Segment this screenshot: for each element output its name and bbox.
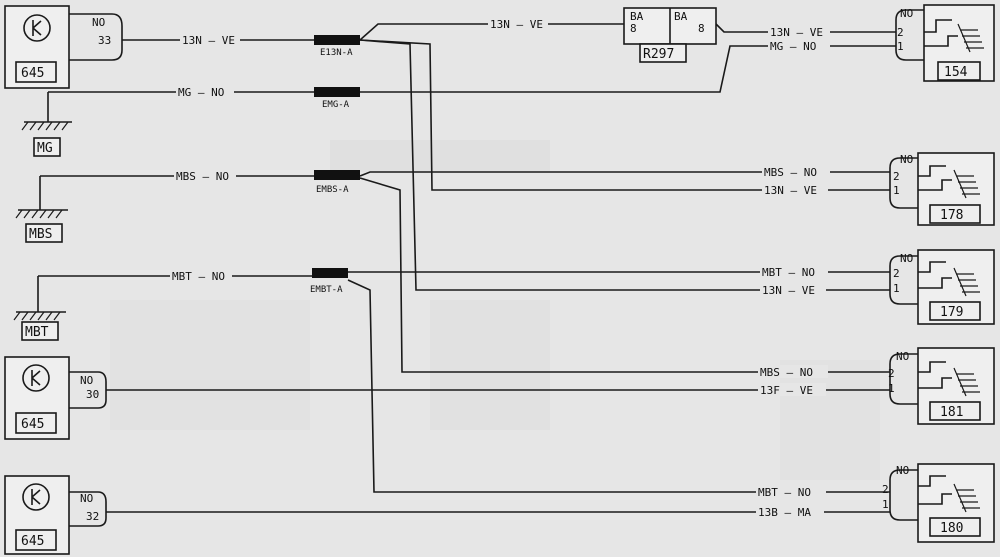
pin-color: NO bbox=[80, 374, 93, 387]
pin-number: 33 bbox=[98, 34, 111, 47]
pin-2: 2 bbox=[893, 267, 900, 280]
connector-left-label: BA bbox=[630, 10, 644, 23]
component-label: 154 bbox=[944, 65, 968, 80]
wire-label: MG — NO bbox=[178, 86, 224, 99]
pin-number: 30 bbox=[86, 388, 99, 401]
pin-1: 1 bbox=[882, 498, 889, 511]
wire-label: 13B — MA bbox=[758, 506, 811, 519]
splice-embs-marker bbox=[314, 170, 360, 180]
pin-color: NO bbox=[92, 16, 105, 29]
wire-label: MBS — NO bbox=[760, 366, 813, 379]
wire-label: MBT — NO bbox=[172, 270, 225, 283]
component-180: 180 NO 2 1 bbox=[882, 463, 995, 543]
splice-label: EMBT-A bbox=[310, 285, 343, 295]
wire-label: 13N — VE bbox=[490, 18, 543, 31]
wire-label: 13N — VE bbox=[764, 184, 817, 197]
component-645-top: 645 NO 33 bbox=[4, 5, 123, 89]
pin-color: NO bbox=[80, 492, 93, 505]
pin-2: 2 bbox=[893, 170, 900, 183]
pin-color: NO bbox=[900, 252, 913, 265]
wire-label: 13F — VE bbox=[760, 384, 813, 397]
pin-color: NO bbox=[896, 464, 909, 477]
pin-2: 2 bbox=[888, 367, 895, 380]
connector-right-label: BA bbox=[674, 10, 688, 23]
component-645-mid: 645 NO 30 bbox=[4, 356, 107, 440]
wire-label: MBT — NO bbox=[762, 266, 815, 279]
wire-label: 13N — VE bbox=[770, 26, 823, 39]
ground-mbs: MBS bbox=[15, 176, 68, 243]
pin-1: 1 bbox=[893, 184, 900, 197]
wire-label: MBT — NO bbox=[758, 486, 811, 499]
component-179: 179 NO 2 1 bbox=[889, 249, 995, 325]
component-181: 181 NO 2 1 bbox=[888, 347, 995, 425]
connector-label: R297 bbox=[643, 47, 674, 62]
pin-1: 1 bbox=[888, 382, 895, 395]
component-154: 154 NO 2 1 bbox=[895, 4, 995, 82]
ground-label: MG bbox=[37, 141, 53, 156]
ground-mbt: MBT bbox=[13, 276, 66, 341]
splices: E13N-A EMG-A EMBS-A EMBT-A bbox=[310, 35, 360, 295]
pin-2: 2 bbox=[897, 26, 904, 39]
component-178: 178 NO 2 1 bbox=[889, 152, 995, 226]
background-texture bbox=[110, 140, 880, 480]
component-label: 645 bbox=[21, 66, 44, 81]
wire-label: 13N — VE bbox=[762, 284, 815, 297]
wire-label: MG — NO bbox=[770, 40, 816, 53]
component-label: 645 bbox=[21, 417, 44, 432]
splice-label: EMBS-A bbox=[316, 185, 349, 195]
connector-right-pin: 8 bbox=[698, 22, 705, 35]
ground-label: MBT bbox=[25, 325, 49, 340]
ground-mg: MG bbox=[21, 92, 72, 157]
pin-color: NO bbox=[900, 7, 913, 20]
pin-color: NO bbox=[900, 153, 913, 166]
wire-labels: 13N — VE 13N — VE 13N — VE MG — NO MG — … bbox=[170, 17, 830, 519]
splice-e13n-marker bbox=[314, 35, 360, 45]
component-label: 181 bbox=[940, 405, 963, 420]
splice-emg-marker bbox=[314, 87, 360, 97]
pin-1: 1 bbox=[893, 282, 900, 295]
component-label: 645 bbox=[21, 534, 44, 549]
pin-number: 32 bbox=[86, 510, 99, 523]
component-label: 180 bbox=[940, 521, 963, 536]
pin-2: 2 bbox=[882, 483, 889, 496]
splice-label: EMG-A bbox=[322, 100, 350, 110]
component-645-bot: 645 NO 32 bbox=[4, 475, 107, 555]
pin-1: 1 bbox=[897, 40, 904, 53]
component-label: 178 bbox=[940, 208, 963, 223]
pin-color: NO bbox=[896, 350, 909, 363]
connector-r297: BA 8 BA 8 R297 bbox=[623, 7, 717, 63]
splice-embt-marker bbox=[312, 268, 348, 278]
wire-label: MBS — NO bbox=[176, 170, 229, 183]
ground-label: MBS bbox=[29, 227, 52, 242]
wire-label: 13N — VE bbox=[182, 34, 235, 47]
wire-label: MBS — NO bbox=[764, 166, 817, 179]
component-label: 179 bbox=[940, 305, 963, 320]
connector-left-pin: 8 bbox=[630, 22, 637, 35]
splice-label: E13N-A bbox=[320, 48, 353, 58]
